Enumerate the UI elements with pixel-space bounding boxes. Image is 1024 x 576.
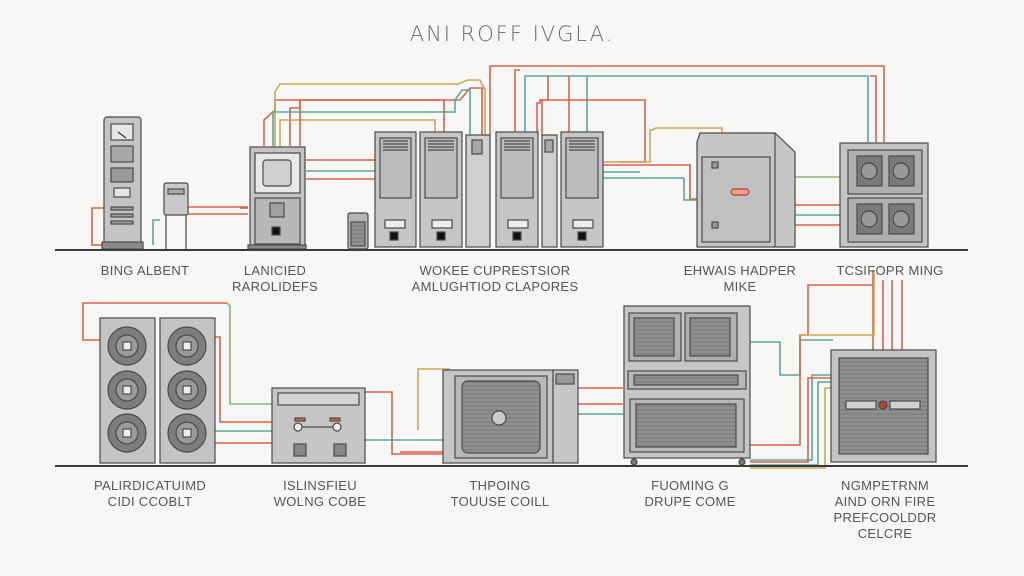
control-cabinet[interactable] — [101, 116, 144, 250]
pipe-teal — [750, 374, 832, 461]
pipe-red — [299, 99, 445, 146]
pipe-teal — [750, 339, 833, 376]
compressor-cabinet[interactable] — [495, 131, 539, 248]
pipe-yellow — [603, 127, 723, 163]
pump-cabinet[interactable] — [623, 305, 751, 466]
pipe-red — [603, 164, 697, 200]
pipe-green — [226, 302, 272, 405]
triple-fan-tower[interactable] — [159, 317, 216, 464]
small-grille-unit[interactable] — [347, 212, 369, 250]
pipe-teal — [750, 381, 832, 466]
compressor-bank[interactable] — [374, 131, 604, 248]
quad-fan-cabinet[interactable] — [839, 142, 929, 248]
compressor-column[interactable] — [465, 134, 491, 248]
pipe-yellow — [279, 119, 436, 146]
pipe-red — [750, 377, 832, 463]
unit-label: TCSIFOPR MING — [836, 263, 944, 278]
pipes-top — [91, 65, 885, 246]
compressor-cabinet[interactable] — [419, 131, 463, 248]
pipes-bottom — [82, 270, 903, 469]
unit-label: BING ALBENT — [100, 263, 190, 278]
pipe-yellow — [750, 387, 832, 469]
pipe-red — [365, 391, 445, 455]
pipe-yellow — [800, 270, 875, 336]
triple-fan-tower[interactable] — [99, 317, 156, 464]
compressor-cabinet[interactable] — [560, 131, 604, 248]
pipe-red — [91, 207, 104, 246]
pipe-red — [870, 75, 877, 142]
pipe-red — [489, 65, 885, 142]
pipe-teal — [152, 219, 160, 245]
pipe-red — [289, 100, 301, 146]
cooling-control-box[interactable] — [271, 387, 366, 464]
display-cabinet[interactable] — [247, 146, 307, 250]
diagram-title: ANI ROFF IVGLA. — [409, 22, 615, 46]
damper-box-unit[interactable] — [696, 132, 796, 248]
pipe-teal — [603, 177, 697, 201]
compressor-column[interactable] — [541, 134, 558, 248]
pipe-red — [541, 76, 549, 135]
pipe-teal — [272, 89, 471, 146]
pipe-red — [215, 336, 272, 423]
pipe-yellow — [417, 368, 450, 430]
pipe-red — [514, 69, 520, 135]
small-stand-unit[interactable] — [163, 182, 189, 249]
pipe-teal — [524, 75, 869, 142]
pipe-yellow — [274, 79, 486, 146]
compressor-cabinet[interactable] — [374, 131, 417, 248]
coil-unit[interactable] — [442, 369, 579, 464]
pipe-red — [82, 302, 227, 341]
precooler-cabinet[interactable] — [830, 349, 937, 463]
